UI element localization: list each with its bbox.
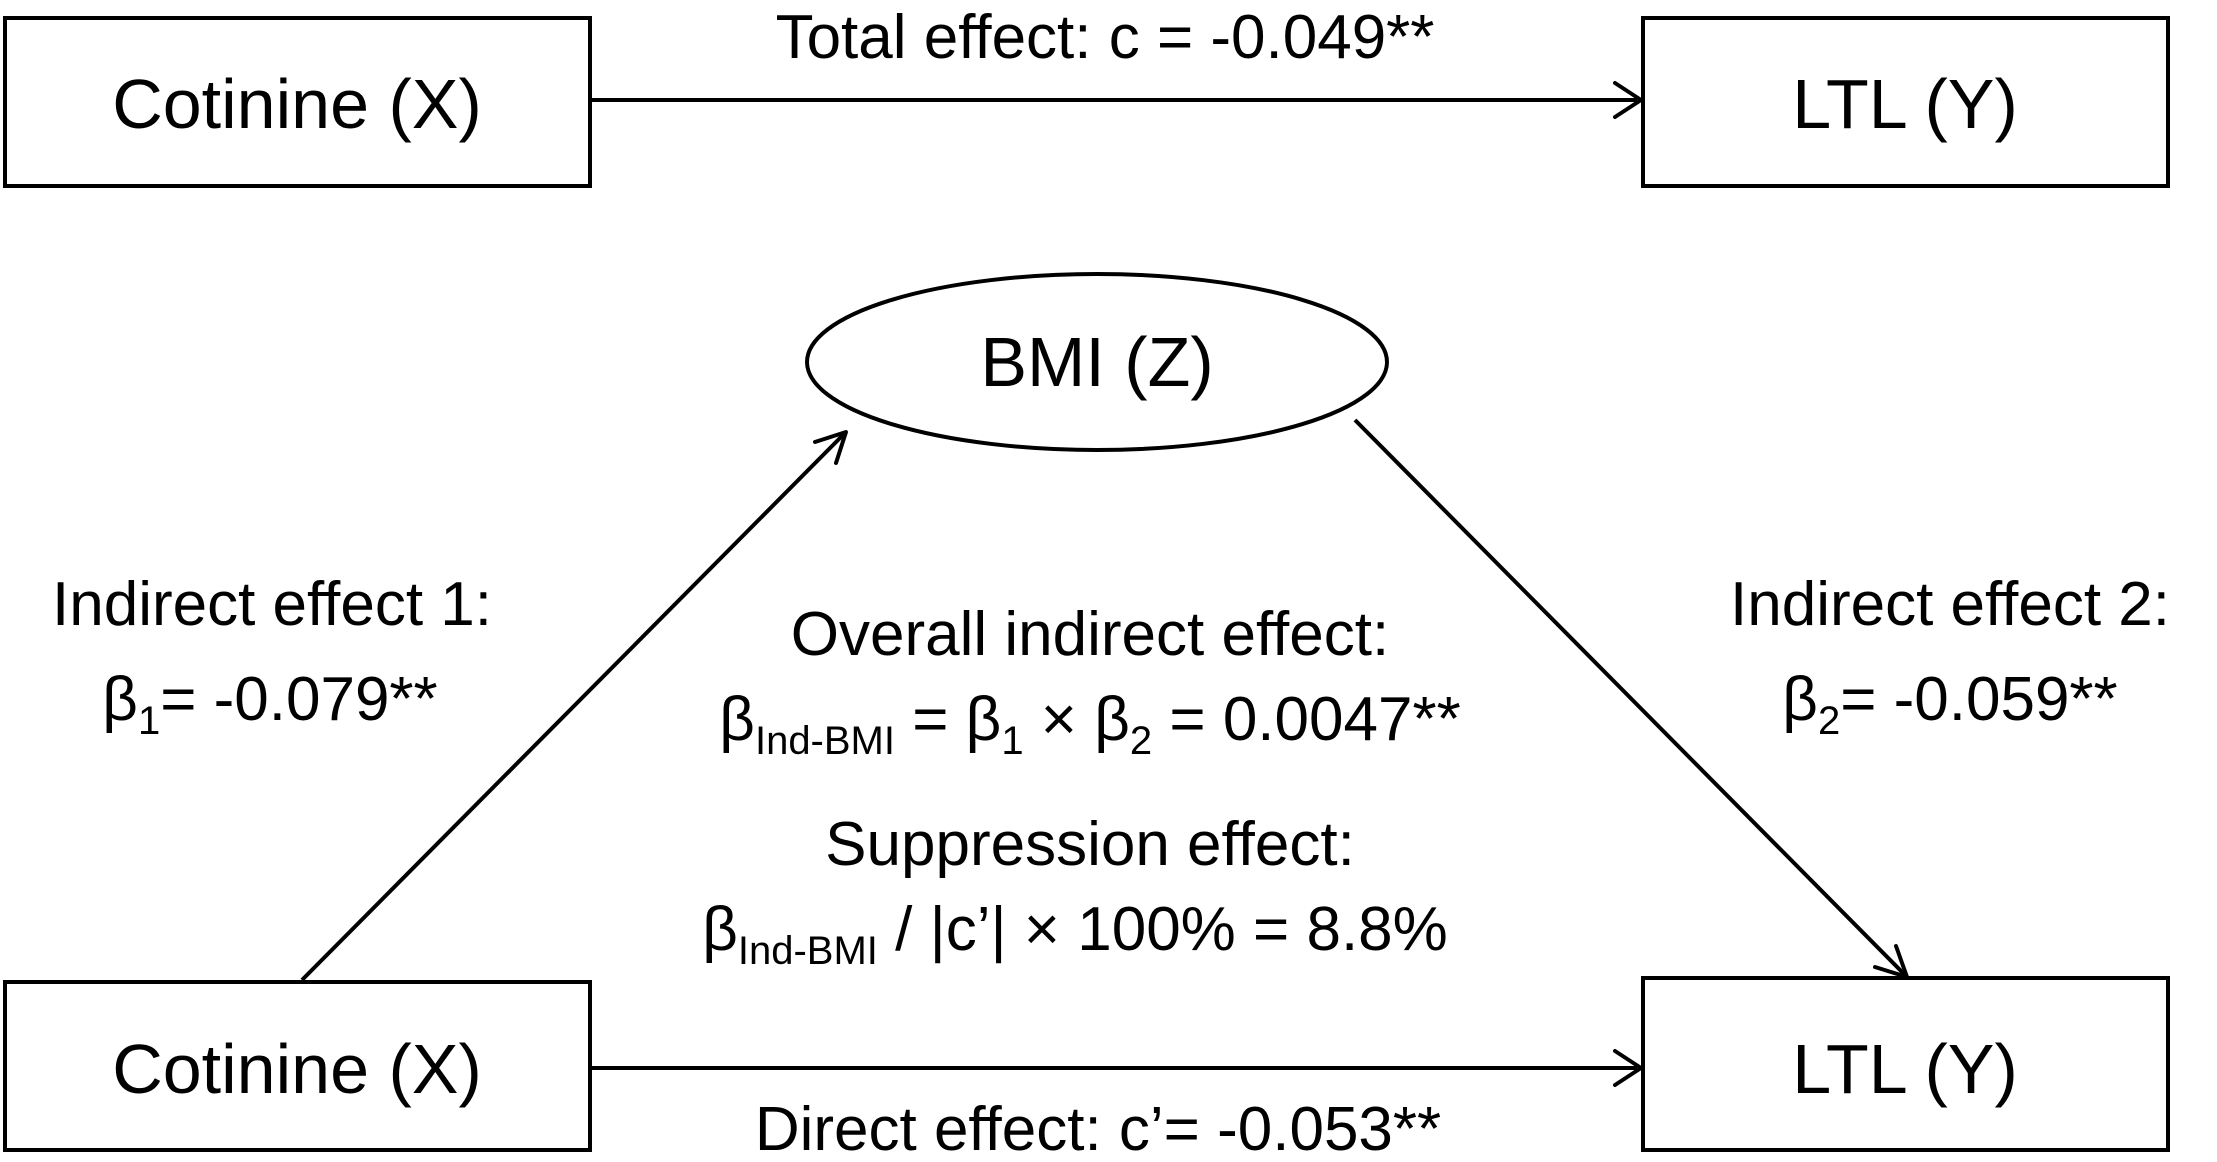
overall-times: × β xyxy=(1024,685,1130,754)
indirect1-sub: 1 xyxy=(138,699,160,743)
overall-sub1: 1 xyxy=(1001,719,1023,763)
arrowhead-direct xyxy=(1613,1049,1643,1087)
arrowhead-x-to-bmi xyxy=(813,430,848,465)
node-ltl-top xyxy=(1641,16,2170,188)
overall-indirect-title: Overall indirect effect: xyxy=(791,600,1389,669)
suppression-formula: βInd-BMI / |c’| × 100% = 8.8% xyxy=(702,895,1448,973)
indirect2-title: Indirect effect 2: xyxy=(1730,570,2170,639)
node-cotinine-bottom xyxy=(3,980,592,1152)
node-cotinine-top xyxy=(3,16,592,188)
indirect1-title: Indirect effect 1: xyxy=(52,570,492,639)
overall-indirect-formula: βInd-BMI = β1 × β2 = 0.0047** xyxy=(719,685,1460,763)
arrowhead-total xyxy=(1613,81,1643,119)
edge-x-to-bmi xyxy=(300,433,845,982)
overall-beta: β xyxy=(719,685,755,754)
indirect1-beta: β xyxy=(102,665,138,734)
total-effect-label: Total effect: c = -0.049** xyxy=(776,3,1435,72)
suppression-title: Suppression effect: xyxy=(825,810,1355,879)
indirect2-sub: 2 xyxy=(1818,699,1840,743)
suppression-beta: β xyxy=(702,895,738,964)
indirect2-value: = -0.059** xyxy=(1840,665,2118,734)
node-cotinine-top-label: Cotinine (X) xyxy=(112,65,482,143)
indirect2-beta: β xyxy=(1782,665,1818,734)
edge-bmi-to-ltl xyxy=(1353,418,1907,977)
suppression-rest: / |c’| × 100% = 8.8% xyxy=(878,895,1448,964)
indirect1-value: = -0.079** xyxy=(160,665,438,734)
suppression-sub-ind: Ind-BMI xyxy=(738,929,878,973)
indirect2-formula: β2= -0.059** xyxy=(1782,665,2117,743)
indirect1-formula: β1= -0.079** xyxy=(102,665,437,743)
node-bmi xyxy=(805,272,1389,452)
node-ltl-top-label: LTL (Y) xyxy=(1792,65,2018,143)
arrowhead-bmi-to-ltl xyxy=(1873,944,1909,979)
overall-eq: = β xyxy=(895,685,1001,754)
overall-value: = 0.0047** xyxy=(1152,685,1461,754)
node-ltl-bottom-label: LTL (Y) xyxy=(1792,1030,2018,1108)
direct-effect-label: Direct effect: c’= -0.053** xyxy=(755,1095,1441,1162)
overall-sub-ind: Ind-BMI xyxy=(755,719,895,763)
node-cotinine-bottom-label: Cotinine (X) xyxy=(112,1030,482,1108)
overall-sub2: 2 xyxy=(1130,719,1152,763)
node-bmi-label: BMI (Z) xyxy=(980,323,1213,401)
